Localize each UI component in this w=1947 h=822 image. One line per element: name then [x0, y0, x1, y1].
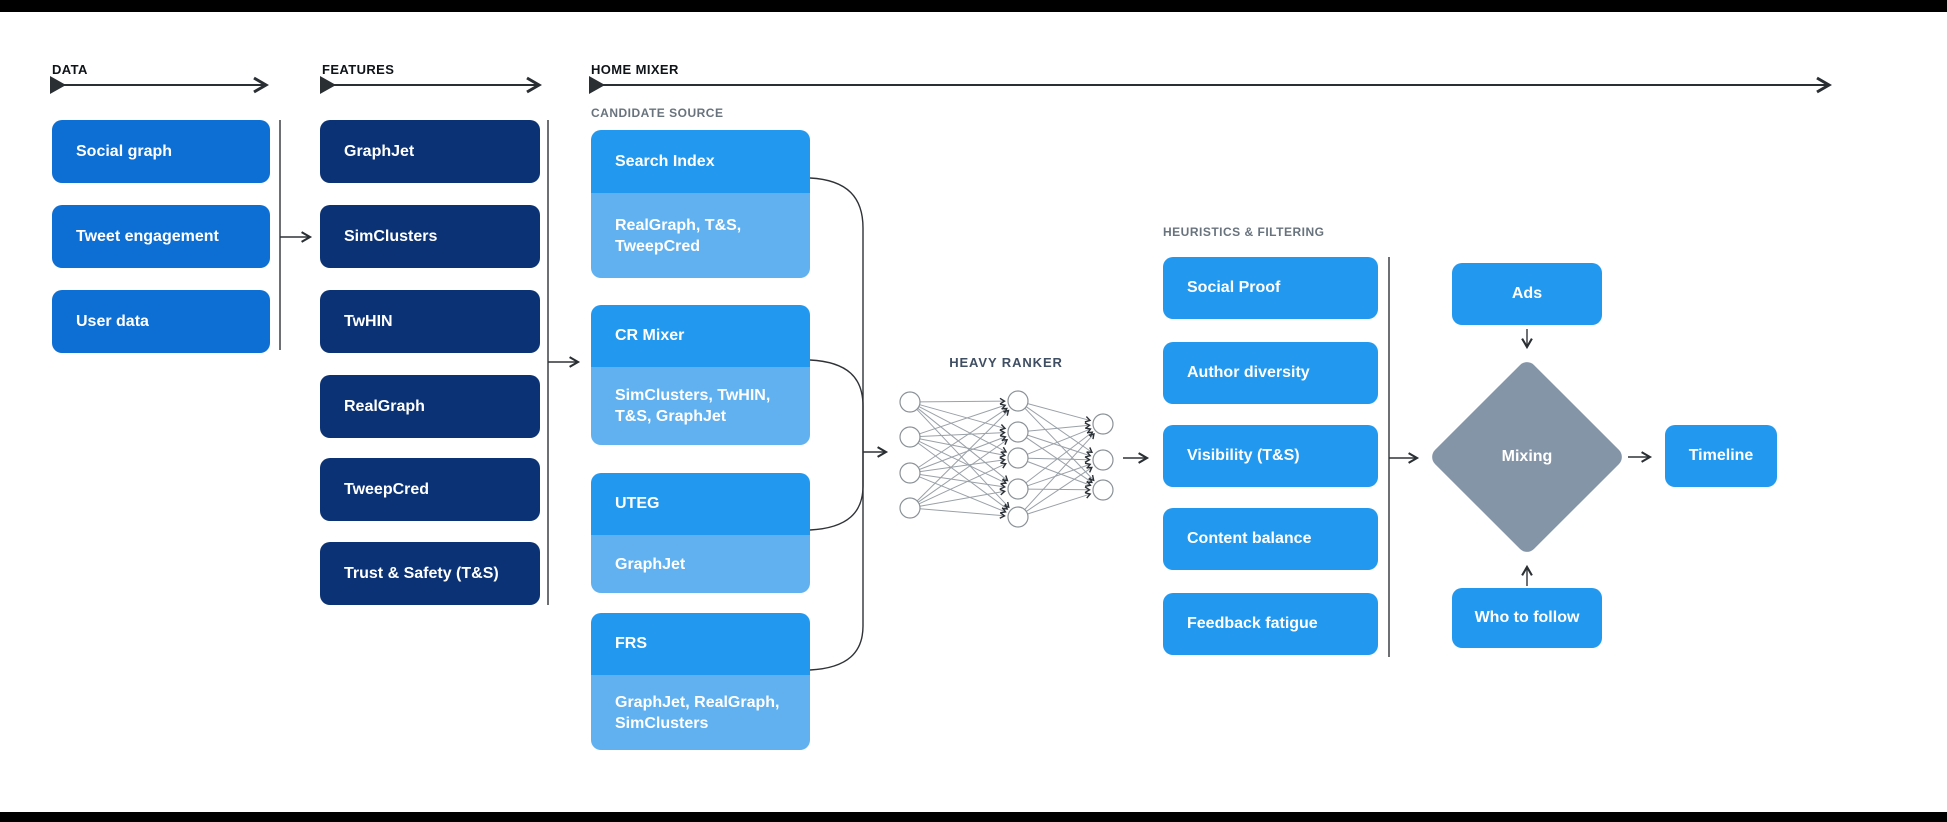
node-label: Social graph — [76, 142, 173, 160]
node-label: Author diversity — [1187, 364, 1310, 381]
node-label: Visibility (T&S) — [1187, 447, 1300, 464]
card-title-label: UTEG — [615, 495, 660, 512]
card-title-label: CR Mixer — [615, 327, 685, 344]
node-author-diversity: Author diversity — [1163, 342, 1378, 404]
node-label: User data — [76, 312, 149, 330]
features-section-header: FEATURES — [322, 62, 395, 77]
node-timeline: Timeline — [1665, 425, 1777, 487]
node-label: Social Proof — [1187, 279, 1281, 296]
card-sources-label: SimClusters, TwHIN, T&S, GraphJet — [615, 387, 771, 425]
top-letterbox-bar — [0, 0, 1947, 12]
node-mixing-diamond: Mixing — [1428, 358, 1626, 556]
candidate-card-title: Search Index — [591, 130, 810, 193]
card-title-label: FRS — [615, 635, 647, 652]
node-user-data: User data — [52, 290, 270, 353]
candidate-source-header: CANDIDATE SOURCE — [591, 106, 724, 120]
candidate-card-title: FRS — [591, 613, 810, 675]
node-trust-safety: Trust & Safety (T&S) — [320, 542, 540, 605]
node-graphjet: GraphJet — [320, 120, 540, 183]
candidate-card-cr-mixer: CR Mixer SimClusters, TwHIN, T&S, GraphJ… — [591, 305, 810, 445]
node-social-proof: Social Proof — [1163, 257, 1378, 319]
candidate-card-uteg: UTEG GraphJet — [591, 473, 810, 593]
node-label: SimClusters — [344, 227, 438, 245]
candidate-card-search-index: Search Index RealGraph, T&S, TweepCred — [591, 130, 810, 278]
node-label: Trust & Safety (T&S) — [344, 564, 499, 582]
node-social-graph: Social graph — [52, 120, 270, 183]
node-simclusters: SimClusters — [320, 205, 540, 268]
node-label: RealGraph — [344, 397, 425, 415]
node-feedback-fatigue: Feedback fatigue — [1163, 593, 1378, 655]
candidate-card-sources: RealGraph, T&S, TweepCred — [591, 193, 810, 278]
heavy-ranker-network — [899, 390, 1114, 528]
card-sources-label: GraphJet, RealGraph, SimClusters — [615, 693, 780, 732]
card-title-label: Search Index — [615, 152, 715, 170]
node-visibility-ts: Visibility (T&S) — [1163, 425, 1378, 487]
candidate-card-sources: SimClusters, TwHIN, T&S, GraphJet — [591, 367, 810, 445]
node-who-to-follow: Who to follow — [1452, 588, 1602, 648]
candidate-card-frs: FRS GraphJet, RealGraph, SimClusters — [591, 613, 810, 750]
node-content-balance: Content balance — [1163, 508, 1378, 570]
home-mixer-section-header: HOME MIXER — [591, 62, 679, 77]
node-label: Content balance — [1187, 530, 1312, 547]
heavy-ranker-header: HEAVY RANKER — [949, 355, 1063, 370]
data-section-header: DATA — [52, 62, 88, 77]
node-label: TweepCred — [344, 480, 430, 498]
node-tweepcred: TweepCred — [320, 458, 540, 521]
node-twhin: TwHIN — [320, 290, 540, 353]
node-label: GraphJet — [344, 142, 415, 160]
node-ads: Ads — [1452, 263, 1602, 325]
heuristics-filtering-header: HEURISTICS & FILTERING — [1163, 225, 1325, 239]
node-label: Feedback fatigue — [1187, 615, 1318, 632]
candidate-card-sources: GraphJet, RealGraph, SimClusters — [591, 675, 810, 750]
card-sources-label: RealGraph, T&S, TweepCred — [615, 216, 742, 255]
node-tweet-engagement: Tweet engagement — [52, 205, 270, 268]
card-sources-label: GraphJet — [615, 555, 686, 573]
node-label: Mixing — [1501, 448, 1553, 465]
node-label: TwHIN — [344, 312, 393, 330]
node-label: Tweet engagement — [76, 227, 219, 245]
node-realgraph: RealGraph — [320, 375, 540, 438]
bottom-letterbox-bar — [0, 812, 1947, 822]
candidate-card-title: UTEG — [591, 473, 810, 535]
candidate-card-sources: GraphJet — [591, 535, 810, 593]
node-label: Timeline — [1688, 447, 1754, 464]
candidate-card-title: CR Mixer — [591, 305, 810, 367]
node-label: Ads — [1511, 285, 1543, 302]
node-label: Who to follow — [1474, 609, 1580, 626]
